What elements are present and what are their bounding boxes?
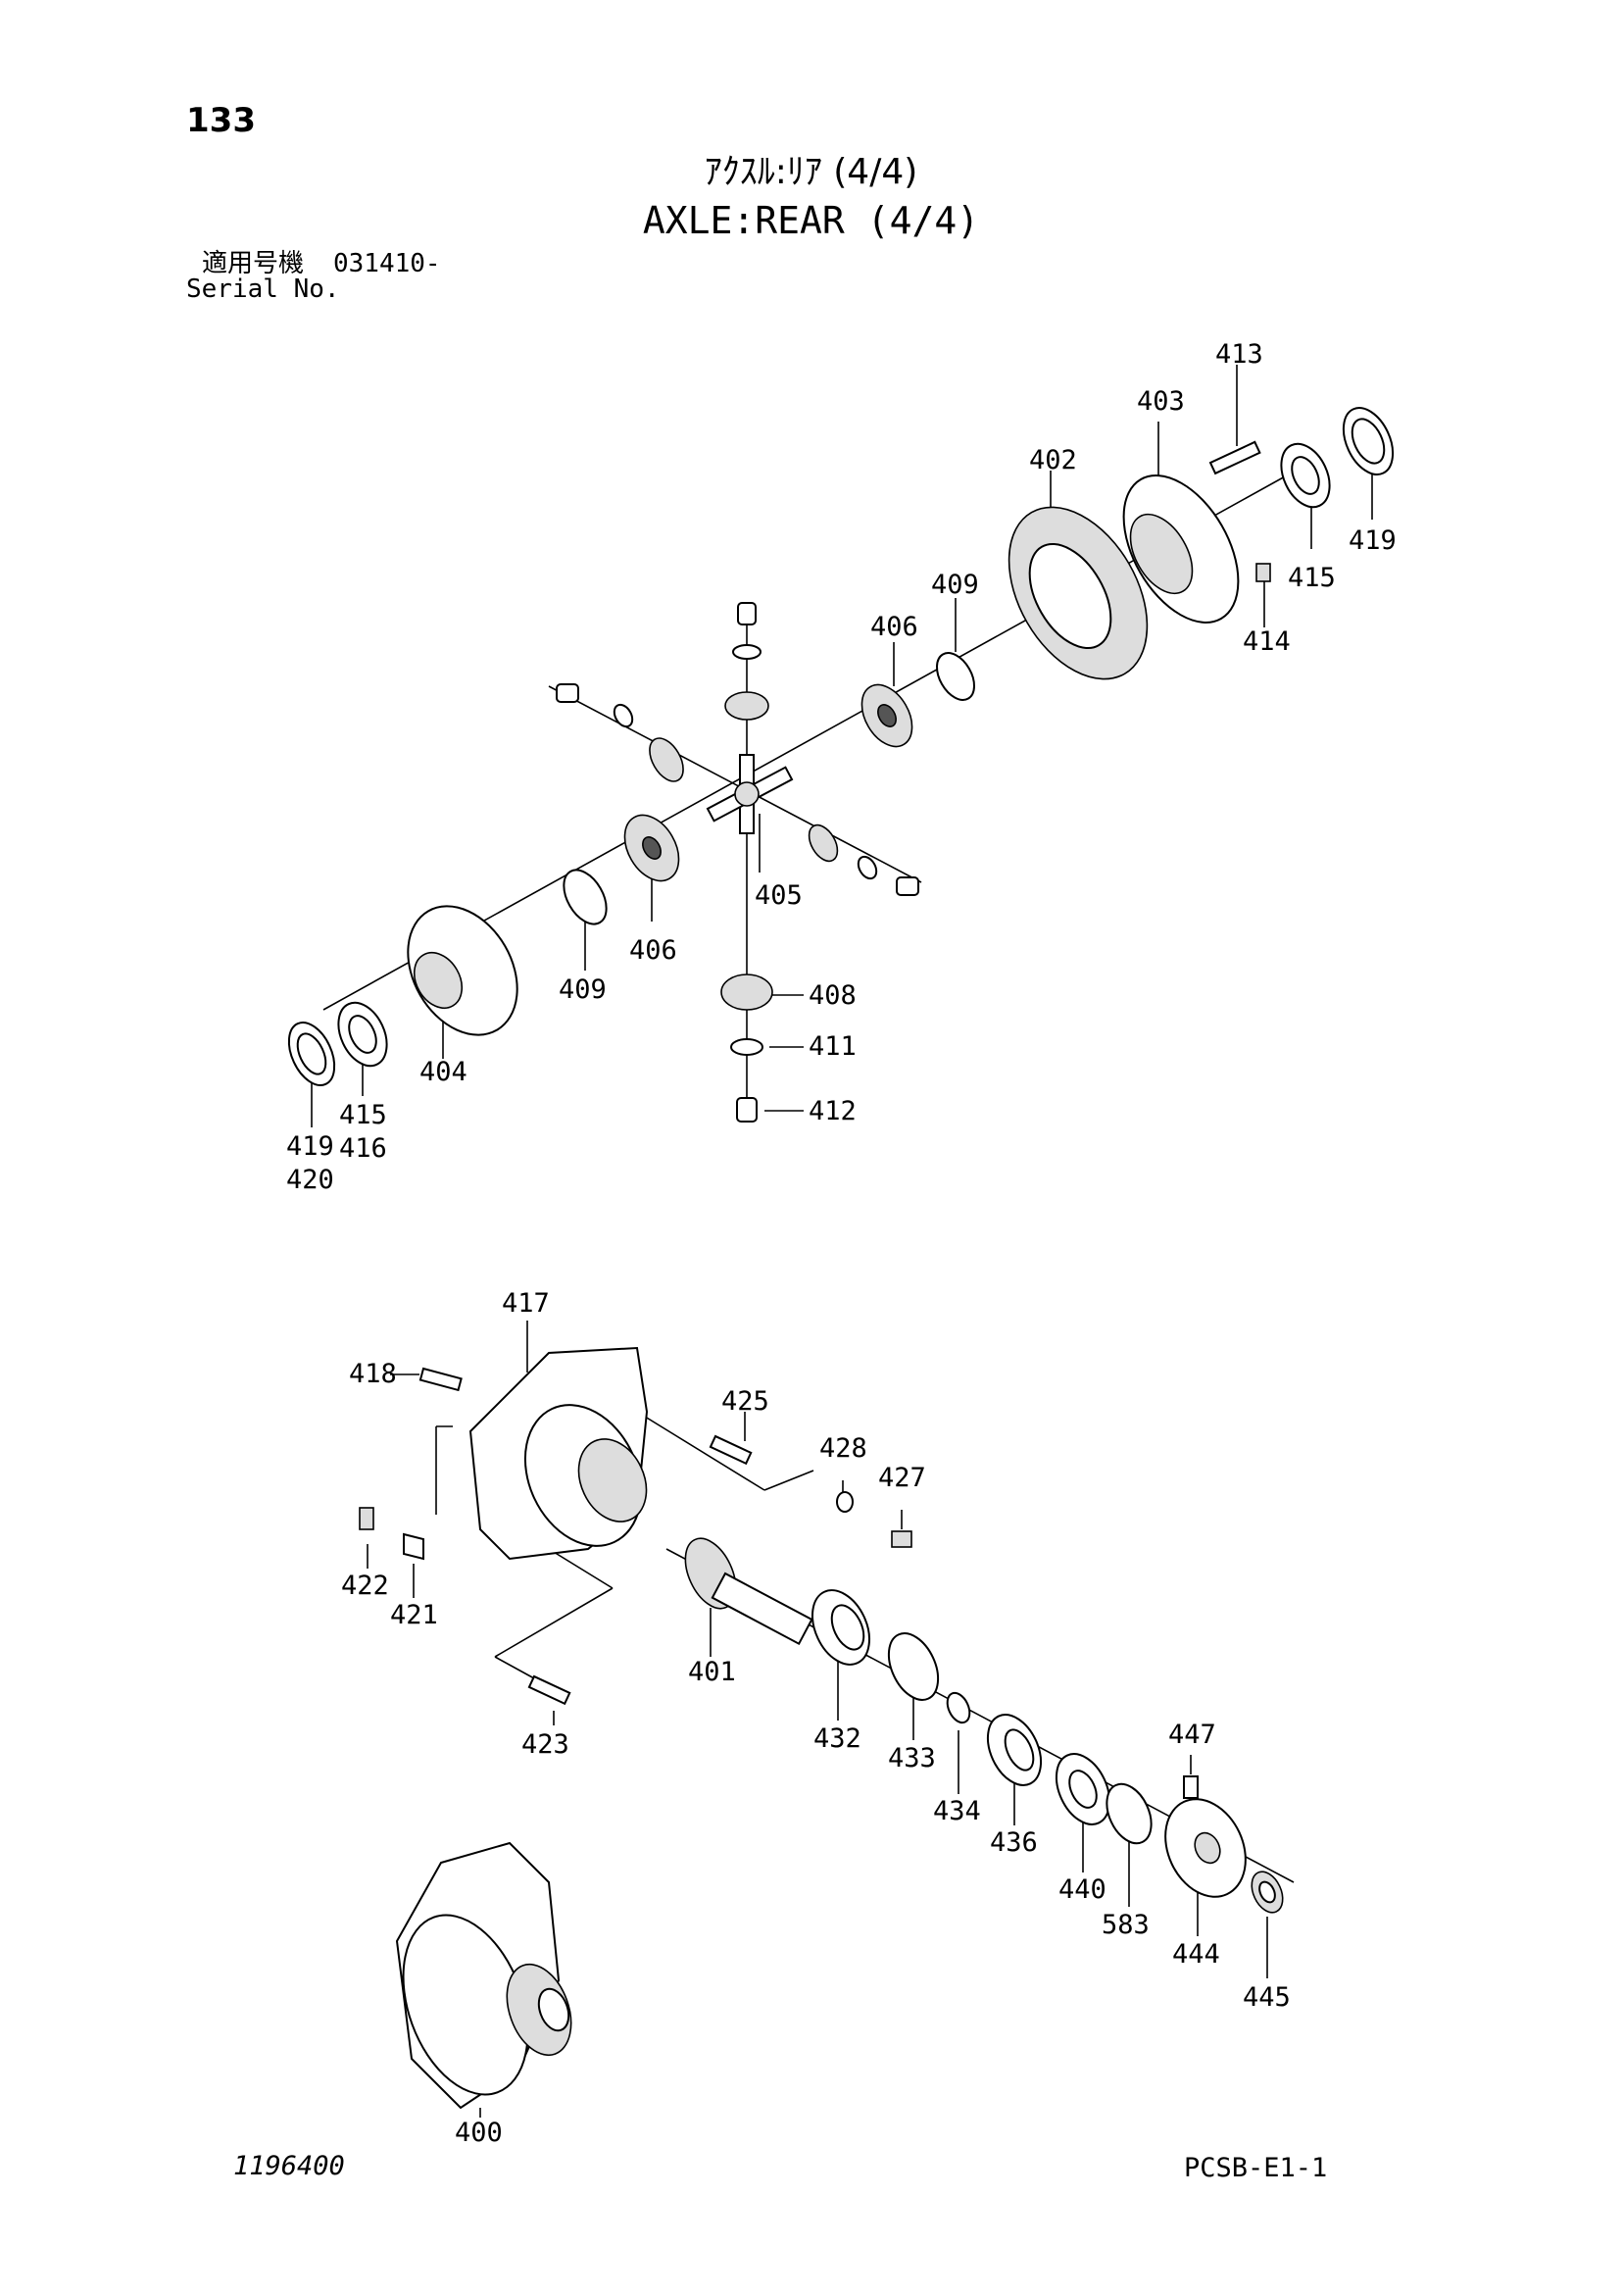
sheet-code: PCSB-E1-1 [1184, 2153, 1328, 2183]
callout-401: 401 [688, 1657, 736, 1687]
callout-405: 405 [755, 880, 803, 911]
callout-583: 583 [1102, 1910, 1150, 1940]
callout-440: 440 [1058, 1874, 1106, 1905]
callout-422: 422 [341, 1571, 389, 1601]
callout-420: 420 [286, 1165, 334, 1195]
callout-418: 418 [349, 1359, 397, 1389]
callout-419-top: 419 [1349, 525, 1397, 556]
serial-label-english: Serial No. [186, 275, 340, 304]
callout-409-top: 409 [931, 570, 979, 600]
callout-402: 402 [1029, 445, 1077, 475]
illustration-number: 1196400 [233, 2151, 345, 2181]
part-number-callouts: 413 403 402 419 415 414 409 406 405 406 … [286, 339, 1397, 2148]
page-title-english: AXLE:REAR (4/4) [642, 199, 980, 242]
callout-409-lower: 409 [559, 974, 607, 1005]
callout-417: 417 [502, 1288, 550, 1319]
callout-408: 408 [809, 980, 857, 1011]
callout-400: 400 [455, 2118, 503, 2148]
callout-432: 432 [813, 1723, 861, 1754]
callout-433: 433 [888, 1743, 936, 1773]
callout-403: 403 [1137, 386, 1185, 417]
serial-number-value: 031410- [333, 249, 441, 278]
callout-425: 425 [721, 1386, 769, 1417]
callout-434: 434 [933, 1796, 981, 1826]
callout-447: 447 [1168, 1720, 1216, 1750]
callout-404: 404 [419, 1057, 467, 1087]
callout-436: 436 [990, 1827, 1038, 1858]
upper-assembly-leader-lines [311, 365, 1373, 1127]
callout-406-lower: 406 [629, 935, 677, 966]
callout-406-top: 406 [870, 612, 918, 642]
callout-411: 411 [809, 1031, 857, 1062]
callout-444: 444 [1172, 1939, 1220, 1970]
callout-415-top: 415 [1288, 563, 1336, 593]
page-title-japanese: ｱｸｽﾙ:ﾘｱ (4/4) [704, 152, 918, 192]
callout-413: 413 [1215, 339, 1263, 370]
callout-419-lower: 419 [286, 1131, 334, 1162]
callout-445: 445 [1243, 1982, 1291, 2013]
callout-427: 427 [878, 1463, 926, 1493]
callout-416: 416 [339, 1133, 387, 1164]
upper-assembly-parts [287, 407, 1395, 1123]
callout-415-lower: 415 [339, 1100, 387, 1130]
callout-421: 421 [390, 1600, 438, 1630]
page-number: 133 [186, 101, 256, 140]
serial-label-japanese: 適用号機 [202, 249, 305, 278]
callout-412: 412 [809, 1096, 857, 1126]
callout-428: 428 [819, 1433, 867, 1464]
lower-assembly-parts [359, 1346, 1284, 2118]
callout-414: 414 [1243, 626, 1291, 657]
callout-423: 423 [521, 1729, 569, 1760]
